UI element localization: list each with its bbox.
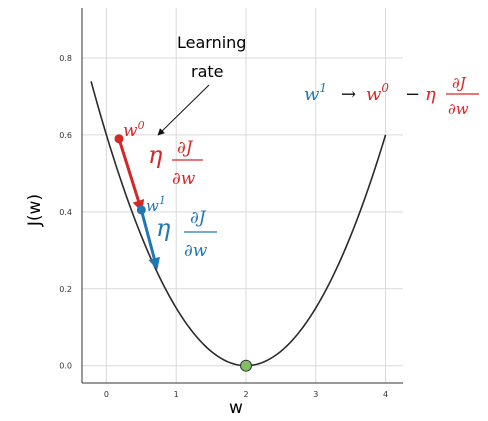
update-w1: w1	[304, 81, 327, 105]
y-axis-label: J(w)	[25, 194, 45, 227]
update-frac-den: ∂w	[448, 100, 469, 118]
y-tick-label: 0.6	[59, 131, 72, 140]
update-minus: −	[405, 84, 420, 105]
point-w1	[136, 205, 146, 215]
red-frac-den: ∂w	[172, 169, 196, 189]
blue-eta: η	[156, 214, 171, 242]
gradient-step-arrow-blue	[139, 209, 160, 270]
gradient-step-arrow-red	[117, 138, 145, 213]
cost-curve	[90, 81, 387, 367]
blue-frac-num: ∂J	[190, 208, 207, 228]
red-frac-num: ∂J	[177, 138, 194, 158]
y-tick-labels: 0.0 0.2 0.4 0.6 0.8	[59, 54, 72, 371]
w1-label: w1	[146, 194, 166, 215]
y-tick-label: 0.2	[59, 285, 72, 294]
x-tick-labels: 0 1 2 3 4	[104, 390, 388, 399]
y-tick-label: 0.8	[59, 54, 72, 63]
x-tick-label: 4	[383, 390, 388, 399]
x-axis-label: w	[229, 398, 243, 418]
y-tick-label: 0.0	[59, 362, 72, 371]
update-w0: w0	[366, 81, 389, 105]
learning-rate-pointer	[157, 84, 210, 136]
learning-rate-line2: rate	[191, 62, 224, 81]
point-minimum	[239, 359, 252, 372]
x-tick-label: 0	[104, 390, 109, 399]
update-frac-num: ∂J	[452, 74, 467, 92]
red-eta: η	[148, 141, 163, 169]
x-tick-label: 2	[243, 390, 248, 399]
w0-label: w0	[123, 119, 145, 141]
x-tick-label: 3	[313, 390, 318, 399]
plot-area: 0 1 2 3 4 0.0 0.2 0.4 0.6 0.8	[59, 8, 403, 399]
blue-gradient-term: η ∂J ∂w	[156, 208, 217, 261]
x-tick-label: 1	[174, 390, 179, 399]
x-gridlines	[105, 8, 387, 383]
blue-frac-den: ∂w	[184, 241, 208, 261]
update-arrow: →	[341, 84, 356, 105]
y-tick-label: 0.4	[59, 208, 72, 217]
learning-rate-line1: Learning	[177, 33, 246, 52]
red-gradient-term: η ∂J ∂w	[148, 138, 203, 189]
update-eta: η	[425, 84, 436, 105]
point-w0	[114, 134, 124, 144]
update-rule: w1 → w0 − η ∂J ∂w	[304, 74, 479, 118]
